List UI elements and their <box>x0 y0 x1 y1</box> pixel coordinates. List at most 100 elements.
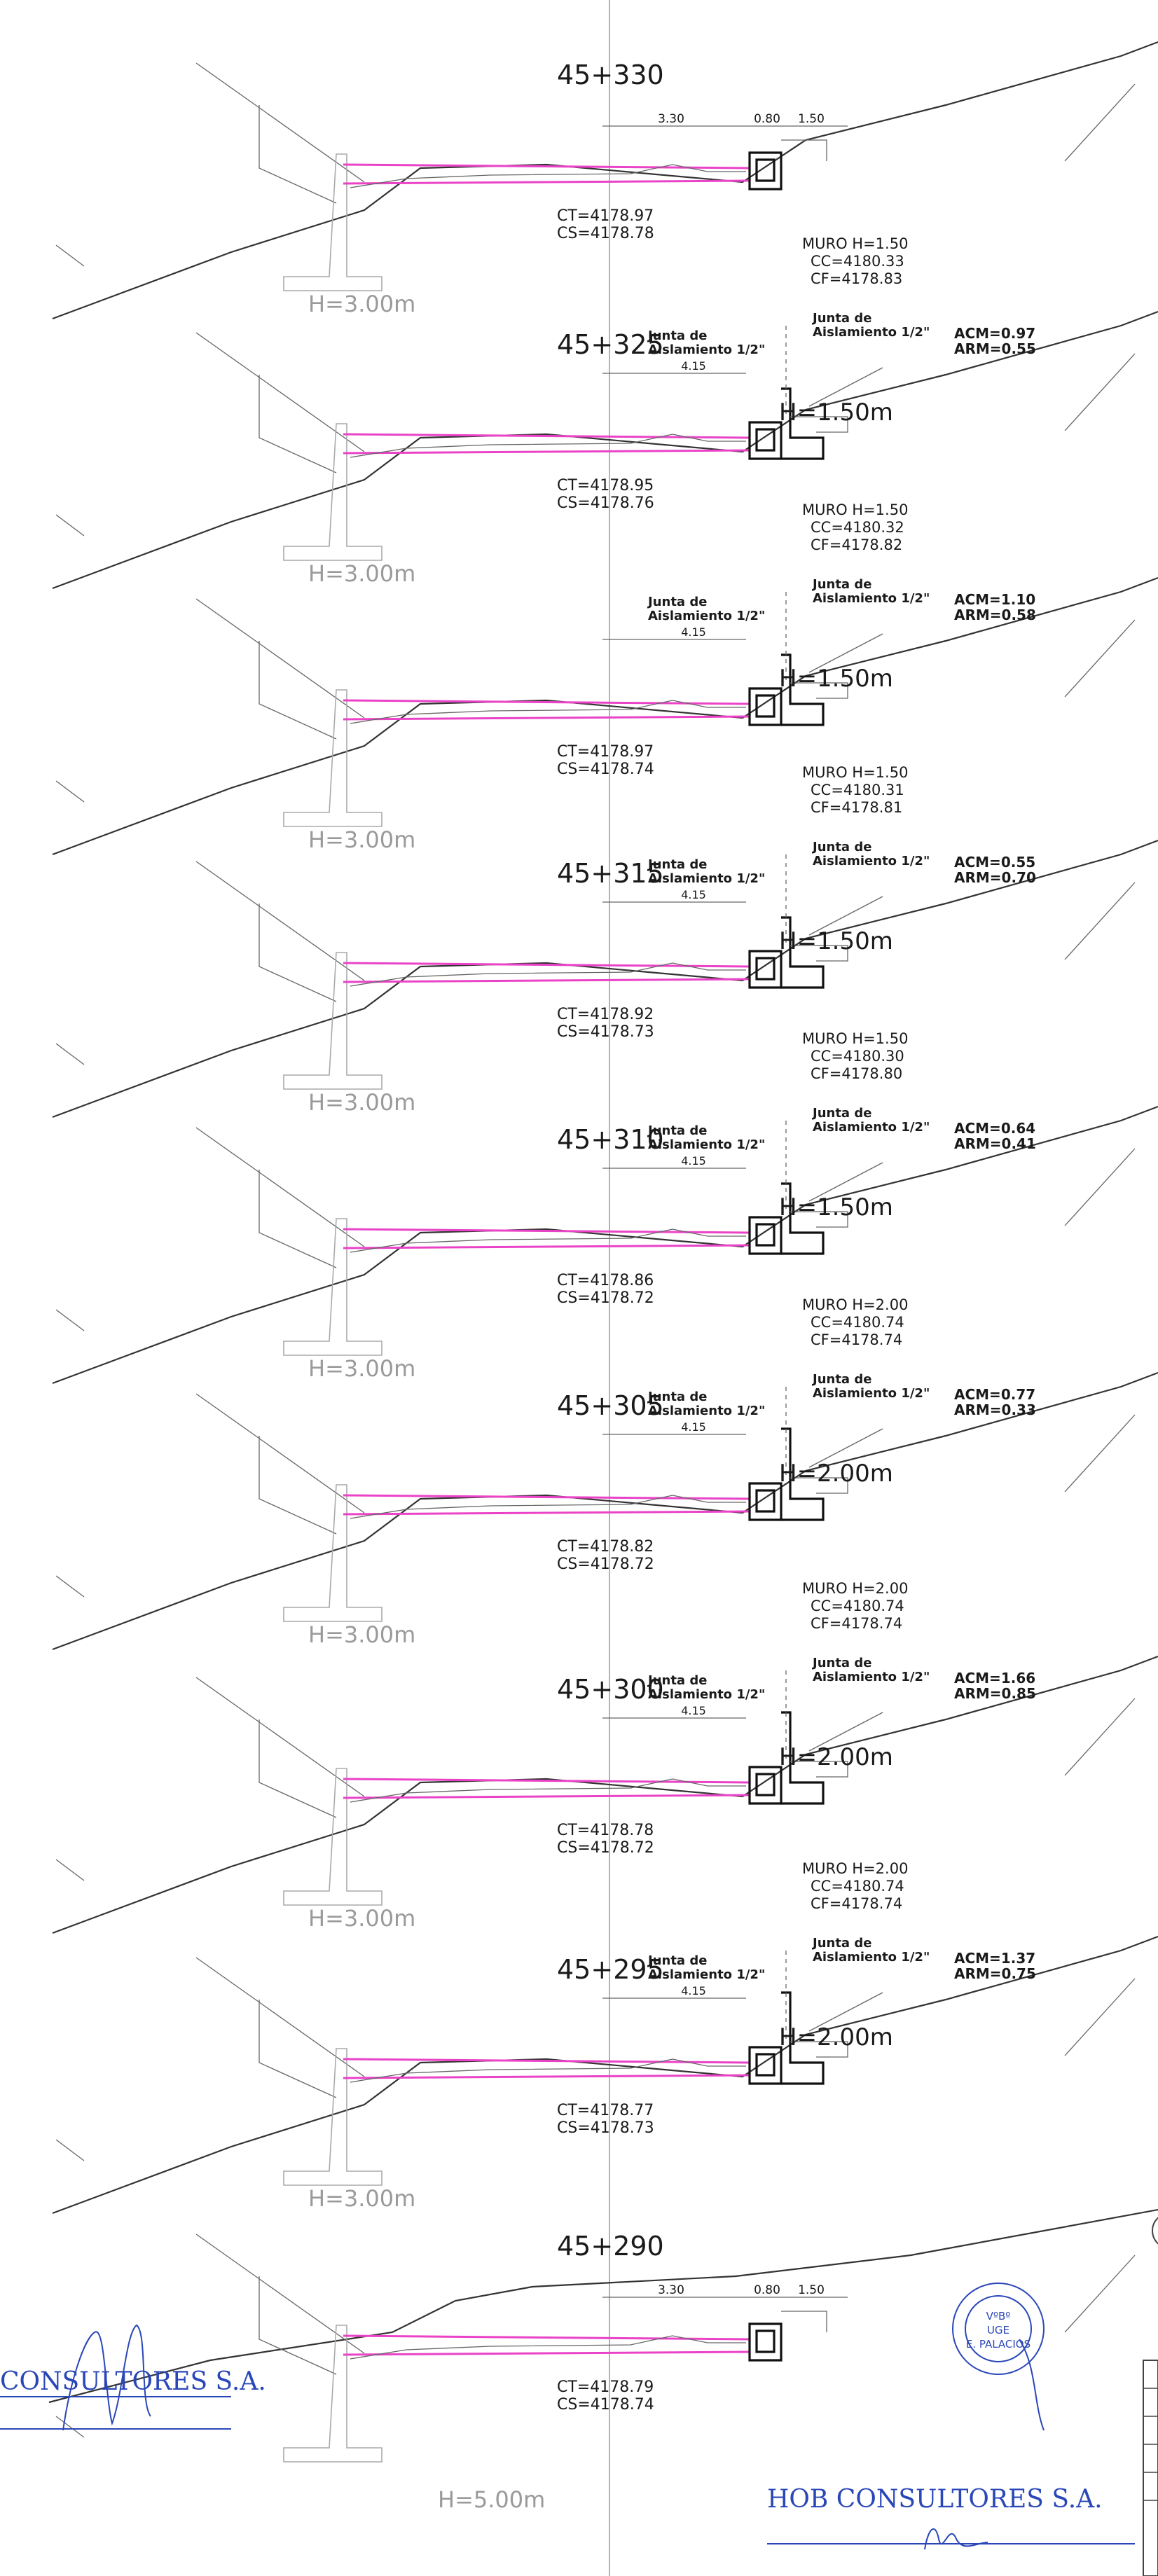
retaining-height-label: H=1.50m <box>779 927 893 955</box>
footing-elevation: CF=4178.80 <box>811 1065 902 1082</box>
approval-stamp: VºBº UGE E. PALACIOS <box>952 2283 1045 2431</box>
ground-line <box>52 839 1158 1119</box>
arm-value: ARM=0.55 <box>954 340 1036 357</box>
crown-elevation: CC=4180.74 <box>811 1598 904 1614</box>
station-label: 45+300 <box>557 1674 664 1705</box>
pavement-top-line <box>343 2058 750 2064</box>
slope-line-far-left <box>55 2139 85 2161</box>
width-dimension-label: 4.15 <box>681 1984 706 1997</box>
stamp-line-2: UGE <box>987 2324 1009 2336</box>
pavement-top-line <box>343 962 750 968</box>
junta-leader <box>808 896 883 936</box>
junta-leader <box>808 1992 883 2032</box>
slope-line-far-left <box>55 1043 85 1065</box>
slope-line-right <box>1064 1148 1136 1226</box>
left-firm-mark: CONSULTORES S.A. <box>0 2324 266 2431</box>
slope-line-right <box>1064 2255 1136 2333</box>
crown-elevation: CC=4180.74 <box>811 1878 904 1895</box>
stamp-line-3: E. PALACIOS <box>966 2338 1031 2350</box>
curb-outline <box>781 2311 827 2332</box>
cs-elevation: CS=4178.74 <box>557 761 654 778</box>
pavement-bottom-line <box>343 2074 750 2079</box>
slope-line-right <box>1064 353 1136 431</box>
retaining-height-label: H=1.50m <box>779 1193 893 1221</box>
drain-box-inner <box>755 694 776 718</box>
right-firm-mark: HOB CONSULTORES S.A. <box>767 2485 1135 2550</box>
title-block-frame <box>1143 2360 1158 2576</box>
left-retaining-wall <box>283 689 382 827</box>
cs-elevation: CS=4178.76 <box>557 494 654 512</box>
pavement-bottom-line <box>343 1244 750 1249</box>
curb-wall <box>781 1427 825 1521</box>
cs-elevation: CS=4178.72 <box>557 1289 654 1307</box>
wall-height-label: MURO H=2.00 <box>802 1296 908 1313</box>
ground-line <box>52 41 1158 320</box>
ct-elevation: CT=4178.78 <box>557 1822 654 1839</box>
dimension-b: 0.80 <box>754 112 780 126</box>
junta-leader <box>808 1428 883 1468</box>
left-signature <box>62 2324 151 2431</box>
drain-box-inner <box>755 957 776 981</box>
ct-elevation: CT=4178.77 <box>557 2102 654 2119</box>
pavement-top-line <box>343 1494 750 1500</box>
stamp-ring-outer <box>952 2283 1045 2375</box>
drain-box <box>748 421 783 460</box>
wall-height-grey: H=3.00m <box>308 1621 415 1648</box>
title-block-fragment <box>1143 2217 1158 2576</box>
slope-line-left <box>195 332 365 452</box>
junta-leader <box>808 1162 883 1202</box>
drain-box <box>748 2046 783 2085</box>
footing-elevation: CF=4178.83 <box>811 270 902 287</box>
footing-elevation: CF=4178.74 <box>811 1331 902 1348</box>
station-label: 45+290 <box>557 2231 664 2262</box>
slope-line-right <box>1064 619 1136 698</box>
slope-line-far-left <box>55 514 85 536</box>
slope-line-left <box>195 861 365 981</box>
drain-box-inner <box>755 1773 776 1796</box>
slope-line-far-left <box>55 1859 85 1881</box>
slope-line-left <box>195 598 365 719</box>
left-retaining-wall <box>283 1484 382 1622</box>
ground-line <box>52 576 1158 856</box>
existing-surface <box>350 1228 746 1253</box>
existing-surface <box>350 700 746 724</box>
ground-line <box>52 1935 1158 2215</box>
ct-elevation: CT=4178.79 <box>557 2378 654 2396</box>
pavement-top-line <box>343 163 750 169</box>
wall-height-grey: H=3.00m <box>308 291 415 317</box>
drain-box <box>748 2322 783 2362</box>
junta-leader <box>808 633 883 673</box>
cs-elevation: CS=4178.72 <box>557 1556 654 1573</box>
slope-line-left <box>195 1677 365 1797</box>
embankment-outline <box>259 105 337 204</box>
pavement-bottom-line <box>343 179 750 185</box>
crown-elevation: CC=4180.33 <box>811 253 904 270</box>
ground-line <box>52 1371 1158 1651</box>
existing-surface <box>350 1495 746 1519</box>
junta-leader <box>808 367 883 407</box>
sidewalk-slab <box>790 682 848 699</box>
pavement-top-line <box>343 433 750 439</box>
pavement-bottom-line <box>343 1794 750 1799</box>
pavement-bottom-line <box>343 715 750 721</box>
crown-elevation: CC=4180.32 <box>811 519 904 536</box>
sidewalk-slab <box>790 2041 848 2058</box>
pavement-top-line <box>343 1228 750 1234</box>
embankment-outline <box>259 2276 337 2375</box>
width-dimension-label: 4.15 <box>681 1154 706 1168</box>
retaining-height-label: H=2.00m <box>779 1743 893 1771</box>
drain-box <box>748 950 783 989</box>
slope-line-right <box>1064 1698 1136 1776</box>
cs-elevation: CS=4178.73 <box>557 1023 654 1041</box>
dimension-b: 0.80 <box>754 2283 780 2297</box>
pavement-bottom-line <box>343 449 750 455</box>
embankment-outline <box>259 641 337 740</box>
slope-line-left <box>195 1393 365 1514</box>
station-label: 45+305 <box>557 1390 664 1421</box>
width-dimension-label: 4.15 <box>681 1420 706 1434</box>
